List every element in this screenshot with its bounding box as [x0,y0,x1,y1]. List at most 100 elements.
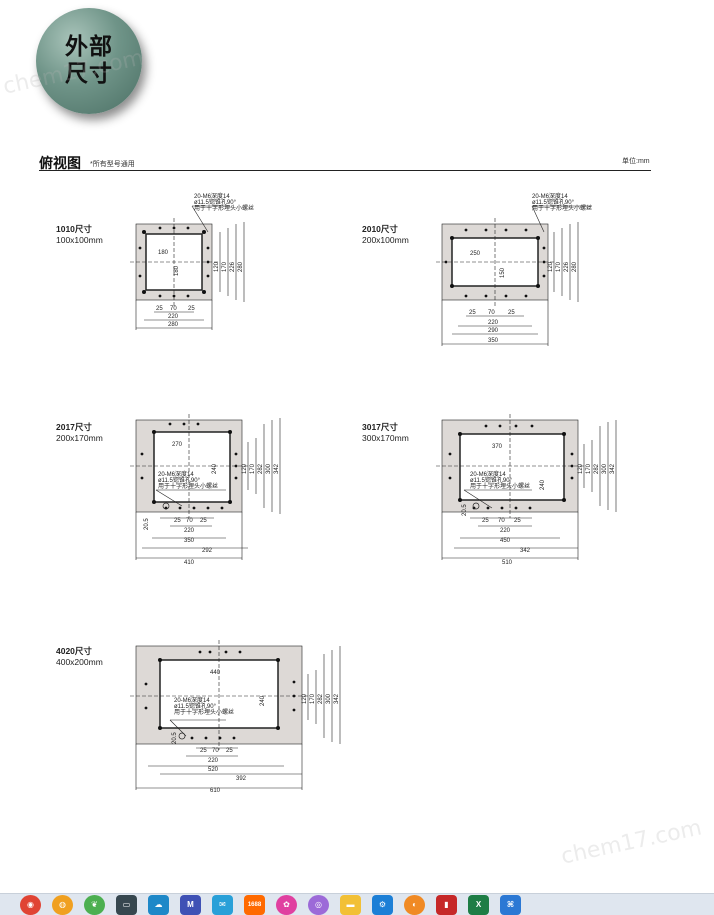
dim-c: 25 [188,306,195,312]
dim-v4: 280 [572,261,578,272]
dim-d: 20.5 [172,732,178,744]
dim-v5: 342 [274,463,280,474]
folder-icon[interactable]: ▬ [340,894,361,915]
excel-icon[interactable]: X [468,894,489,915]
app-icon[interactable]: ◎ [308,894,329,915]
note-hole: ø11.5锪锥孔90° [532,198,575,206]
dim-inner-w: 250 [470,251,481,257]
model-label-1010: 1010尺寸 100x100mm [56,224,103,246]
dim-b: 70 [186,518,193,524]
excel-icon-letter: X [475,900,482,909]
note-screw: 用于十字形埋头小螺丝 [532,204,592,212]
dim-inner-h: 240 [212,463,218,474]
dim-v1: 120 [578,463,584,474]
dim-w3: 342 [520,548,531,554]
dim-v3: 282 [258,463,264,474]
dim-b: 70 [498,518,505,524]
model-name: 1010尺寸 [56,224,92,234]
dim-v4: 300 [326,693,332,704]
dim-v5: 342 [334,693,340,704]
model-size: 100x100mm [56,235,103,245]
dim-a: 25 [174,518,181,524]
red-app-icon[interactable]: ▮ [436,894,457,915]
model-size: 200x100mm [362,235,409,245]
dim-w4: 510 [502,560,513,566]
dim-v2: 170 [250,463,256,474]
model-name: 3017尺寸 [362,422,398,432]
view-subtitle: *所有型号通用 [90,161,135,168]
dim-v3: 282 [318,693,324,704]
chat-icon[interactable]: ✉ [212,894,233,915]
dim-inner-h: 150 [500,267,506,278]
dim-c: 25 [226,748,233,754]
dim-inner-h: 180 [174,265,180,276]
browser2-icon[interactable]: ◐ [404,894,425,915]
dim-v1: 120 [242,463,248,474]
dim-w1: 220 [184,528,195,534]
dim-w1: 220 [500,528,511,534]
dim-w2: 450 [500,538,511,544]
header-rule [39,170,651,171]
color-icon[interactable]: ✿ [276,894,297,915]
model-label-4020: 4020尺寸 400x200mm [56,646,103,668]
dim-inner-w: 370 [492,444,503,450]
dim-w2: 520 [208,767,219,773]
note-hole: ø11.5锪锥孔90° [194,198,237,206]
note-m6: 20-M6深度14 [532,192,568,200]
note-m6: 20-M6深度14 [194,192,230,200]
chrome-icon[interactable]: ◉ [20,894,41,915]
dim-v5: 342 [610,463,616,474]
model-label-2010: 2010尺寸 200x100mm [362,224,409,246]
unit-label: 单位:mm [622,158,650,165]
note-screw: 用于十字形埋头小螺丝 [158,482,218,490]
dim-w4: 410 [184,560,195,566]
drawing-2010: 20-M6深度14 ø11.5锪锥孔90° 用于十字形埋头小螺丝 250 150… [436,192,592,346]
dim-v1: 120 [548,261,554,272]
note-m6: 20-M6深度14 [470,470,506,478]
store-icon[interactable]: 1688 [244,894,265,915]
monitor-icon[interactable]: ▭ [116,894,137,915]
drawing-2017: 270 240 20-M6深度14 ø11.5锪锥孔90° 用于十字形埋头小螺丝… [130,414,281,566]
dim-v2: 170 [556,261,562,272]
dim-c: 25 [514,518,521,524]
dim-a: 25 [156,306,163,312]
dim-v2: 170 [222,261,228,272]
dim-inner-w: 180 [158,250,169,256]
dim-v4: 300 [602,463,608,474]
note-hole: ø11.5锪锥孔90° [470,476,513,484]
leaf-icon[interactable]: ❦ [84,894,105,915]
mail-icon-letter: M [187,900,194,909]
dim-v3: 226 [564,261,570,272]
note-screw: 用于十字形埋头小螺丝 [194,204,254,212]
dim-w1: 220 [208,758,219,764]
model-label-2017: 2017尺寸 200x170mm [56,422,103,444]
note-screw: 用于十字形埋头小螺丝 [174,708,234,716]
dim-w3: 350 [488,338,499,344]
dim-a: 25 [482,518,489,524]
note-m6: 20-M6深度14 [174,696,210,704]
dim-v1: 120 [214,261,220,272]
model-size: 400x200mm [56,657,103,667]
dim-a: 25 [200,748,207,754]
model-size: 300x170mm [362,433,409,443]
dim-b: 70 [212,748,219,754]
store-icon-text: 1688 [247,901,262,908]
dim-v3: 226 [230,261,236,272]
note-m6: 20-M6深度14 [158,470,194,478]
dim-a: 25 [469,310,476,316]
dim-w2: 290 [488,328,499,334]
code-icon[interactable]: ⌘ [500,894,521,915]
note-hole: ø11.5锪锥孔90° [174,702,217,710]
model-size: 200x170mm [56,433,103,443]
mail-icon[interactable]: M [180,894,201,915]
browser-icon[interactable]: ◍ [52,894,73,915]
dim-w4: 610 [210,788,221,794]
dim-b: 70 [488,310,495,316]
cloud-icon[interactable]: ☁ [148,894,169,915]
dim-d: 20.5 [462,504,468,516]
badge-line-1: 外部 [65,34,113,60]
gear-icon[interactable]: ⚙ [372,894,393,915]
model-name: 4020尺寸 [56,646,92,656]
dim-inner-w: 440 [210,670,221,676]
note-screw: 用于十字形埋头小螺丝 [470,482,530,490]
